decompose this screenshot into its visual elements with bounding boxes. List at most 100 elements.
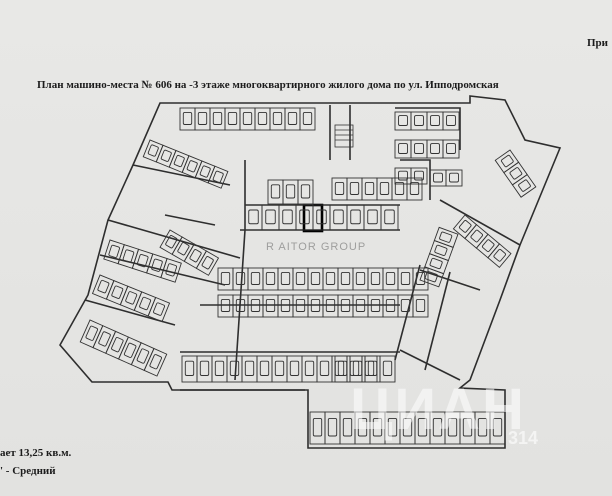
car-icon	[97, 279, 110, 294]
car-icon	[304, 360, 315, 376]
parking-space	[194, 107, 211, 131]
car-icon	[212, 111, 223, 125]
parking-space	[361, 177, 378, 201]
car-icon	[379, 181, 390, 195]
car-icon	[182, 111, 193, 125]
car-icon	[382, 360, 393, 376]
car-icon	[316, 209, 327, 225]
parking-space	[352, 267, 369, 291]
car-icon	[402, 417, 413, 437]
parking-space	[207, 165, 229, 189]
car-icon	[235, 271, 246, 285]
parking-space	[316, 355, 333, 383]
parking-space	[442, 111, 460, 131]
car-icon	[352, 360, 363, 376]
car-icon	[477, 417, 488, 437]
car-icon	[349, 181, 360, 195]
car-icon	[430, 143, 440, 154]
parking-space	[322, 267, 339, 291]
car-icon	[459, 220, 472, 233]
car-icon	[177, 242, 190, 256]
parking-space	[292, 294, 309, 318]
car-icon	[446, 143, 456, 154]
parking-space	[247, 267, 264, 291]
car-icon	[312, 417, 323, 437]
car-icon	[340, 298, 351, 312]
parking-space	[297, 179, 314, 205]
car-icon	[265, 298, 276, 312]
car-icon	[414, 170, 424, 181]
car-icon	[184, 360, 195, 376]
car-icon	[370, 298, 381, 312]
parking-space	[195, 250, 220, 276]
parking-space	[160, 257, 182, 283]
car-icon	[350, 209, 361, 225]
car-icon	[446, 115, 456, 126]
car-icon	[280, 271, 291, 285]
parking-space	[363, 204, 382, 231]
car-icon	[398, 115, 408, 126]
parking-space	[412, 267, 429, 291]
cian-watermark: ЦИАН	[350, 377, 526, 442]
car-icon	[500, 154, 514, 168]
area-line: ает 13,25 кв.м.	[0, 447, 72, 459]
class-line: ' - Средний	[0, 465, 56, 477]
parking-space	[196, 355, 213, 383]
car-icon	[248, 209, 259, 225]
parking-space	[397, 267, 414, 291]
car-icon	[367, 209, 378, 225]
parking-space	[337, 294, 354, 318]
car-icon	[242, 111, 253, 125]
car-icon	[414, 115, 424, 126]
car-icon	[199, 165, 211, 178]
parking-space	[367, 267, 384, 291]
car-icon	[201, 256, 214, 270]
car-icon	[199, 360, 210, 376]
parking-space	[391, 177, 408, 201]
parking-space	[143, 347, 168, 377]
parking-space	[179, 107, 196, 131]
parking-space	[475, 233, 501, 259]
parking-space	[241, 355, 258, 383]
car-icon	[189, 249, 202, 263]
car-icon	[272, 111, 283, 125]
parking-space	[256, 355, 273, 383]
parking-space	[292, 267, 309, 291]
parking-space	[376, 177, 393, 201]
parking-space	[380, 204, 399, 231]
parking-space	[307, 267, 324, 291]
parking-space	[131, 248, 154, 274]
car-icon	[250, 271, 261, 285]
car-icon	[197, 111, 208, 125]
car-icon	[430, 115, 440, 126]
parking-space	[426, 139, 444, 159]
car-icon	[334, 181, 345, 195]
car-icon	[282, 209, 293, 225]
parking-space	[382, 294, 399, 318]
car-icon	[349, 360, 360, 376]
car-icon	[265, 209, 276, 225]
car-icon	[334, 360, 345, 376]
car-icon	[492, 417, 503, 437]
parking-space	[489, 411, 506, 445]
parking-space	[367, 294, 384, 318]
car-icon	[147, 144, 159, 157]
car-icon	[449, 172, 459, 183]
car-icon	[173, 154, 185, 168]
car-icon	[409, 181, 420, 195]
car-icon	[285, 184, 296, 199]
car-icon	[400, 271, 411, 285]
car-icon	[342, 417, 353, 437]
parking-space	[147, 296, 171, 323]
car-icon	[125, 291, 138, 305]
car-icon	[265, 271, 276, 285]
car-icon	[462, 417, 473, 437]
car-icon	[355, 298, 366, 312]
parking-space	[410, 111, 428, 131]
parking-space	[277, 267, 294, 291]
car-icon	[165, 263, 178, 277]
car-icon	[302, 111, 313, 125]
car-icon	[151, 258, 163, 272]
parking-space	[155, 144, 177, 168]
